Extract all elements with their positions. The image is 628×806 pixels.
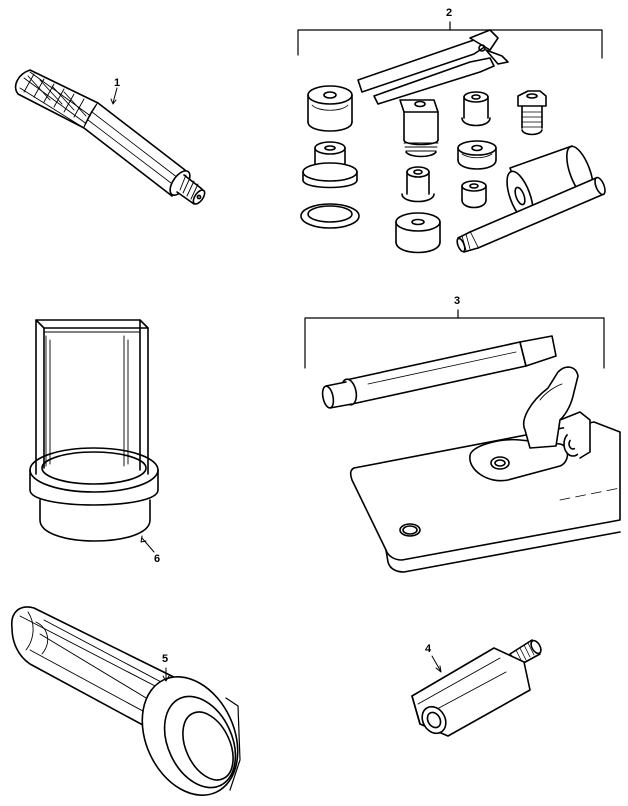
callout-3: 3 bbox=[454, 295, 461, 307]
tool-5-fluted-sleeve bbox=[10, 606, 241, 796]
callout-2: 2 bbox=[446, 7, 453, 19]
callout-4: 4 bbox=[425, 643, 432, 655]
callout-1: 1 bbox=[114, 77, 121, 89]
callout-5: 5 bbox=[162, 653, 169, 665]
tool-3-fixture bbox=[304, 309, 621, 573]
tool-1-driver bbox=[14, 69, 206, 205]
tool-2-adapter-kit bbox=[297, 21, 606, 254]
tool-6-ring-fixture bbox=[29, 319, 159, 553]
tool-4-hex-adapter bbox=[411, 639, 542, 737]
callout-6: 6 bbox=[154, 553, 161, 565]
